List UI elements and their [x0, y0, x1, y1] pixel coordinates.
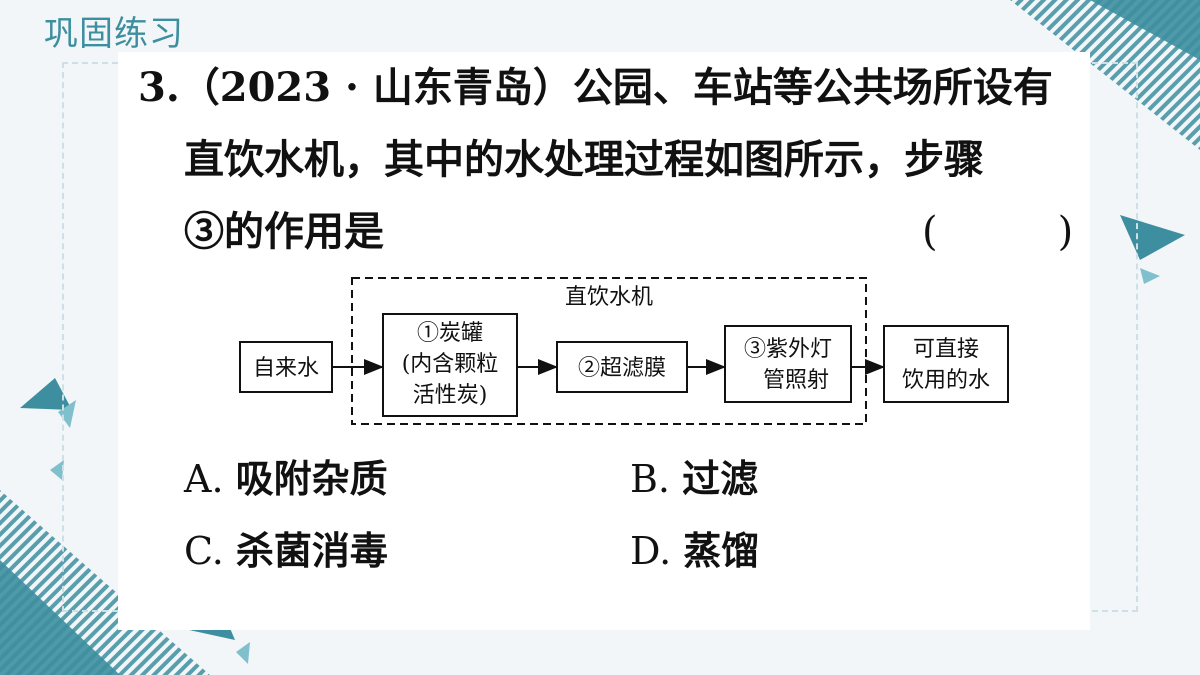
- section-title: 巩固练习: [44, 14, 184, 54]
- option-a-text: 吸附杂质: [235, 456, 388, 501]
- label-step-3-line-1: ③紫外灯: [744, 337, 832, 362]
- option-a[interactable]: A. 吸附杂质: [184, 456, 388, 502]
- question-line-2: 直饮水机，其中的水处理过程如图所示，步骤: [184, 136, 984, 183]
- box-output: [883, 325, 1009, 403]
- label-step-1-line-3: 活性炭): [413, 383, 488, 408]
- label-step-1-line-1: ①炭罐: [417, 321, 483, 346]
- box-step-1: [382, 313, 518, 417]
- label-step-2: ②超滤膜: [578, 356, 666, 381]
- label-output-line-1: 可直接: [913, 337, 979, 362]
- option-b-letter: B.: [630, 457, 671, 501]
- label-step-3-line-2: 管照射: [763, 368, 829, 393]
- option-b-text: 过滤: [682, 456, 759, 501]
- option-c-letter: C.: [184, 529, 224, 573]
- question-line-1: 3.（2023 · 山东青岛）公园、车站等公共场所设有: [138, 64, 1053, 112]
- option-d-letter: D.: [630, 529, 672, 573]
- option-d-text: 蒸馏: [683, 528, 760, 573]
- option-c-text: 杀菌消毒: [235, 528, 388, 573]
- label-step-1-line-2: (内含颗粒: [402, 352, 499, 377]
- answer-blank: ( ): [922, 209, 1074, 255]
- group-label: 直饮水机: [565, 285, 653, 310]
- question-line-3: ③的作用是: [184, 208, 384, 255]
- process-diagram: 直饮水机 自来水 ①炭罐 (内含颗粒 活性炭) ②超滤膜 ③紫外灯 管照射 可直…: [239, 277, 1009, 425]
- question-number: 3.: [138, 64, 180, 111]
- label-output-line-2: 饮用的水: [902, 368, 990, 393]
- question-text-1: （2023 · 山东青岛）公园、车站等公共场所设有: [179, 64, 1053, 111]
- group-box-water-dispenser: [351, 277, 867, 425]
- label-source: 自来水: [253, 356, 319, 381]
- option-a-letter: A.: [184, 457, 224, 501]
- option-c[interactable]: C. 杀菌消毒: [184, 528, 388, 574]
- option-b[interactable]: B. 过滤: [630, 456, 758, 502]
- box-step-3: [724, 325, 852, 403]
- option-d[interactable]: D. 蒸馏: [630, 528, 759, 574]
